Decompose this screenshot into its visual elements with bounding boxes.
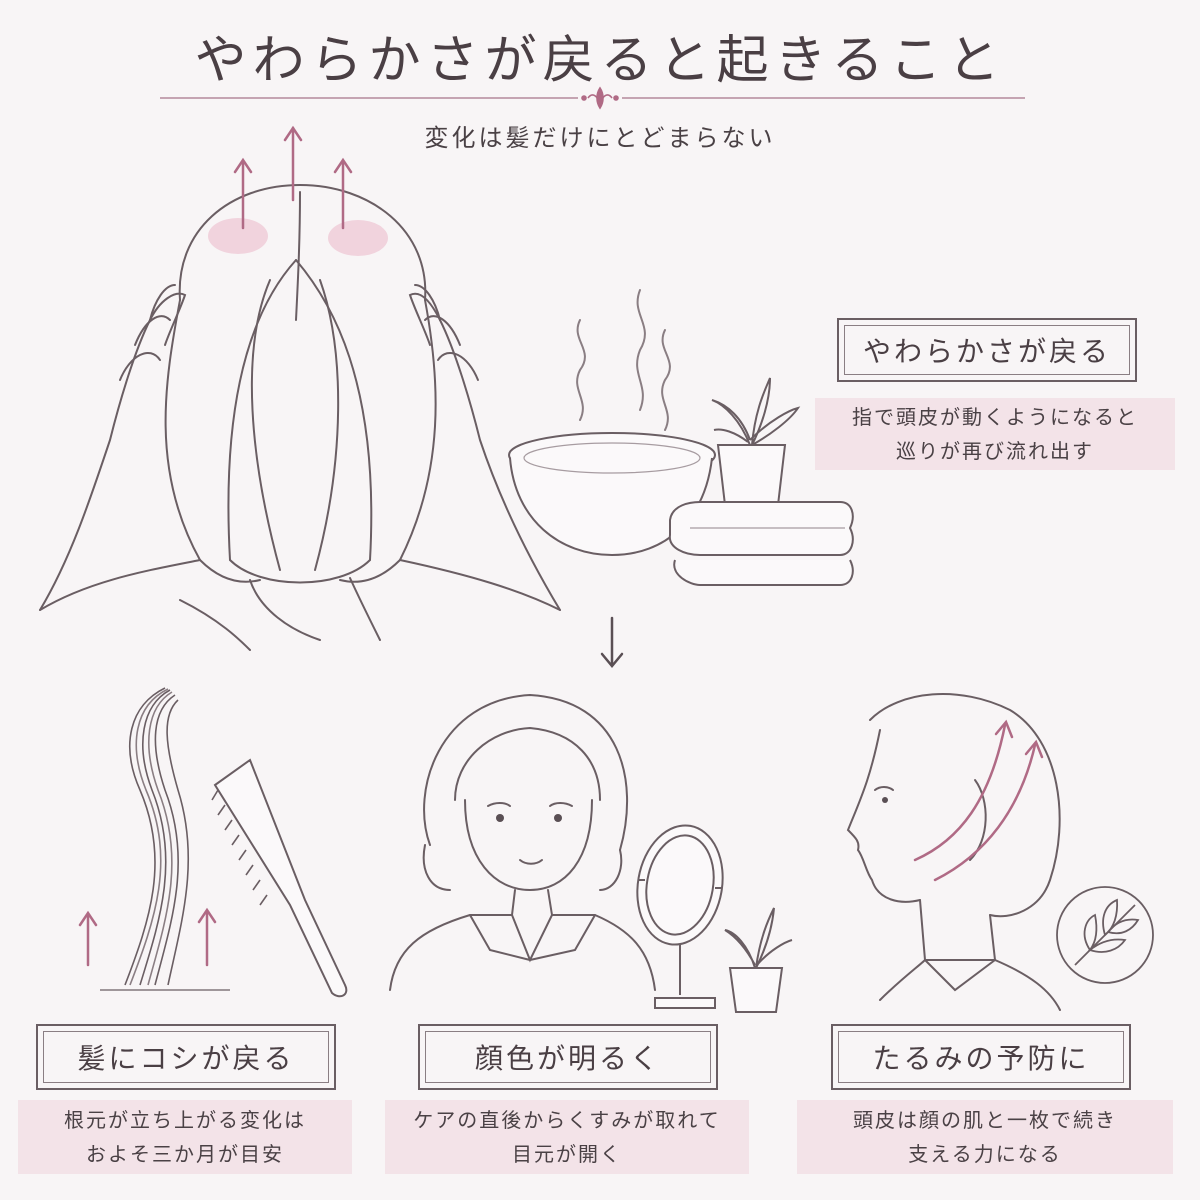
page-title: やわらかさが戻ると起きること (194, 31, 1006, 91)
top-card-description: 指で頭皮が動くようになると 巡りが再び流れ出す (815, 398, 1175, 470)
card-complexion-label: 顔色が明るく (474, 1042, 661, 1075)
plant-illustration (711, 377, 801, 506)
card-sagging-desc-line2: 支える力になる (908, 1142, 1062, 1166)
up-arrow-icon (233, 125, 353, 230)
card-complexion-description: ケアの直後からくすみが取れて 目元が開く (385, 1100, 749, 1174)
up-arrow-icon (913, 719, 1044, 882)
towel-illustration (668, 501, 854, 586)
down-arrow-icon (600, 616, 624, 668)
bowl-illustration (508, 432, 716, 557)
plant-illustration (724, 907, 793, 1013)
comb-illustration (211, 758, 348, 998)
card-sagging-label: たるみの予防に (872, 1042, 1090, 1075)
card-complexion-desc-line1: ケアの直後からくすみが取れて (413, 1108, 721, 1132)
fleur-ornament-icon (581, 86, 619, 110)
card-hair-desc-line2: およそ三か月が目安 (86, 1142, 284, 1166)
card-sagging-label-frame: たるみの予防に (831, 1024, 1131, 1090)
card-hair-description: 根元が立ち上がる変化は およそ三か月が目安 (18, 1100, 352, 1174)
woman-front-illustration (389, 693, 656, 991)
card-hair-label-frame: 髪にコシが戻る (36, 1024, 336, 1090)
card-sagging-desc-line1: 頭皮は顔の肌と一枚で続き (853, 1108, 1117, 1132)
card-sagging-description: 頭皮は顔の肌と一枚で続き 支える力になる (797, 1100, 1173, 1174)
steam-icon (576, 289, 671, 431)
page-subtitle: 変化は髪だけにとどまらない (424, 124, 776, 152)
top-card-label-frame: やわらかさが戻る (837, 318, 1137, 382)
woman-profile-illustration (846, 693, 1061, 1011)
up-arrow-icon (78, 907, 217, 967)
card-hair-label: 髪にコシが戻る (77, 1042, 295, 1075)
leaf-icon (1056, 886, 1154, 984)
top-card-label: やわらかさが戻る (862, 335, 1111, 368)
hair-strand-illustration (100, 687, 230, 991)
card-hair-desc-line1: 根元が立ち上がる変化は (64, 1108, 306, 1132)
top-card-desc-line2: 巡りが再び流れ出す (896, 439, 1094, 463)
scalp-massage-illustration (39, 183, 561, 651)
card-complexion-desc-line2: 目元が開く (512, 1142, 622, 1166)
card-complexion-label-frame: 顔色が明るく (418, 1024, 718, 1090)
mirror-illustration (636, 824, 724, 1009)
title-divider (160, 86, 1025, 110)
top-card-desc-line1: 指で頭皮が動くようになると (852, 405, 1138, 429)
